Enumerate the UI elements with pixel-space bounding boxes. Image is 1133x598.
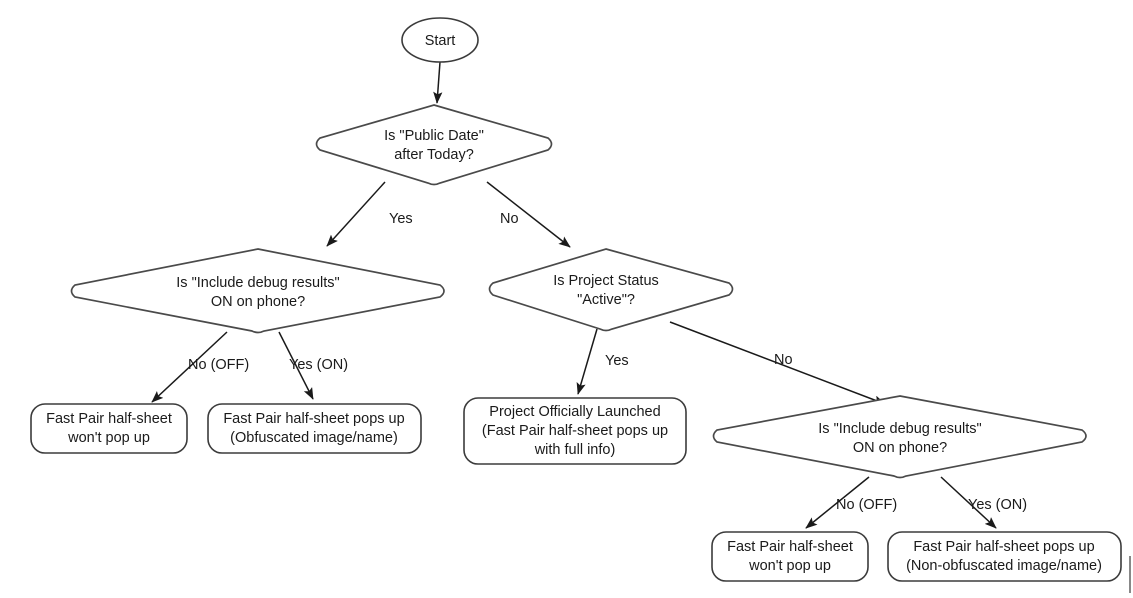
node-decision-debug-left[interactable]: Is "Include debug results" ON on phone? [70, 248, 445, 334]
connector-project-status-yes [576, 328, 598, 395]
edge-label-debug-right-no: No (OFF) [836, 497, 897, 513]
edge-label-public-date-no: No [500, 211, 519, 227]
connector-public-date-no [486, 181, 571, 248]
connector-group [151, 61, 997, 529]
non-obfuscated-box-shape [887, 531, 1122, 582]
obfuscated-line2: (Obfuscated image/name) [230, 430, 398, 446]
edge-label-public-date-yes: Yes [389, 211, 413, 227]
launched-line2: (Fast Pair half-sheet pops up [482, 423, 668, 439]
project-status-line1: Is Project Status [553, 273, 659, 289]
no-popup-right-line1: Fast Pair half-sheet [727, 539, 853, 555]
obfuscated-box-shape [207, 403, 422, 454]
no-popup-right-box-shape [711, 531, 869, 582]
debug-right-diamond-shape [712, 395, 1087, 479]
node-decision-public-date[interactable]: Is "Public Date" after Today? [315, 104, 553, 186]
node-start[interactable]: Start [401, 17, 479, 63]
start-label: Start [425, 33, 456, 49]
edge-label-group: Yes No No (OFF) Yes (ON) Yes No No (OFF)… [188, 211, 1027, 513]
no-popup-left-box-shape [30, 403, 188, 454]
connector-start-to-public-date [433, 61, 443, 104]
no-popup-right-line2: won't pop up [748, 558, 831, 574]
launched-line1: Project Officially Launched [489, 404, 660, 420]
node-result-no-popup-left[interactable]: Fast Pair half-sheet won't pop up [30, 403, 188, 454]
debug-left-line2: ON on phone? [211, 294, 305, 310]
non-obfuscated-line1: Fast Pair half-sheet pops up [913, 539, 1094, 555]
edge-label-debug-right-yes: Yes (ON) [968, 497, 1027, 513]
node-result-non-obfuscated[interactable]: Fast Pair half-sheet pops up (Non-obfusc… [887, 531, 1122, 582]
debug-left-line1: Is "Include debug results" [176, 275, 339, 291]
public-date-line1: Is "Public Date" [384, 128, 484, 144]
connector-debug-left-no [151, 331, 228, 403]
launched-box-shape [463, 397, 687, 465]
debug-right-line2: ON on phone? [853, 440, 947, 456]
edge-label-debug-left-yes: Yes (ON) [289, 357, 348, 373]
project-status-diamond-shape [488, 248, 734, 332]
node-result-no-popup-right[interactable]: Fast Pair half-sheet won't pop up [711, 531, 869, 582]
no-popup-left-line1: Fast Pair half-sheet [46, 411, 172, 427]
non-obfuscated-line2: (Non-obfuscated image/name) [906, 558, 1102, 574]
edge-label-project-status-no: No [774, 352, 793, 368]
connector-debug-right-yes [940, 476, 997, 529]
connector-debug-right-no [805, 476, 870, 529]
project-status-line2: "Active"? [577, 292, 635, 308]
connector-public-date-yes [326, 181, 386, 247]
node-result-launched[interactable]: Project Officially Launched (Fast Pair h… [463, 397, 687, 465]
debug-left-diamond-shape [70, 248, 445, 334]
no-popup-left-line2: won't pop up [67, 430, 150, 446]
connector-project-status-no [669, 321, 886, 405]
edge-label-project-status-yes: Yes [605, 353, 629, 369]
node-decision-project-status[interactable]: Is Project Status "Active"? [488, 248, 734, 332]
launched-line3: with full info) [534, 442, 616, 458]
connector-debug-left-yes [278, 331, 314, 400]
public-date-diamond-shape [315, 104, 553, 186]
public-date-line2: after Today? [394, 147, 474, 163]
edge-label-debug-left-no: No (OFF) [188, 357, 249, 373]
node-decision-debug-right[interactable]: Is "Include debug results" ON on phone? [712, 395, 1087, 479]
debug-right-line1: Is "Include debug results" [818, 421, 981, 437]
start-ellipse-shape [401, 17, 479, 63]
obfuscated-line1: Fast Pair half-sheet pops up [223, 411, 404, 427]
node-result-obfuscated[interactable]: Fast Pair half-sheet pops up (Obfuscated… [207, 403, 422, 454]
